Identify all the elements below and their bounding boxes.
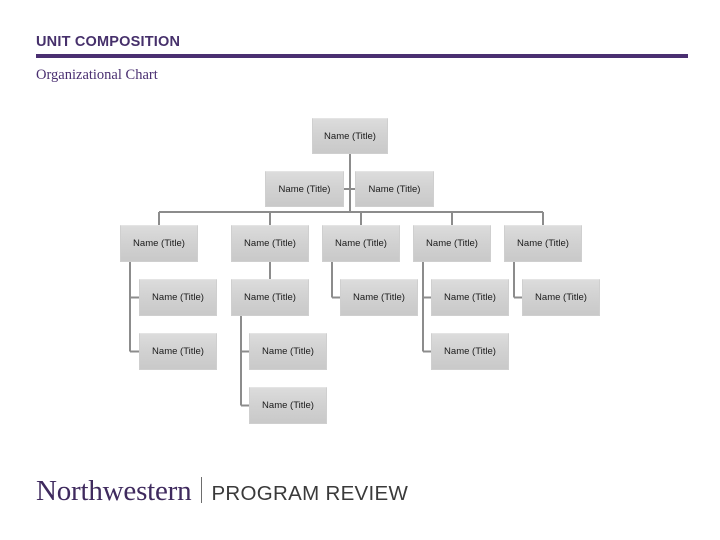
- org-node-asst-2[interactable]: Name (Title): [355, 171, 434, 207]
- org-node-c4a[interactable]: Name (Title): [431, 279, 509, 316]
- footer-branding: Northwestern PROGRAM REVIEW: [36, 474, 408, 508]
- brand-divider: [201, 477, 203, 503]
- org-node-asst-1[interactable]: Name (Title): [265, 171, 344, 207]
- org-node-label: Name (Title): [353, 292, 405, 303]
- org-node-label: Name (Title): [133, 238, 185, 249]
- org-node-c2a[interactable]: Name (Title): [231, 279, 309, 316]
- page-subtitle: Organizational Chart: [36, 67, 158, 83]
- org-node-label: Name (Title): [278, 183, 331, 195]
- org-node-label: Name (Title): [444, 292, 496, 303]
- org-node-label: Name (Title): [152, 346, 204, 357]
- org-node-label: Name (Title): [152, 292, 204, 303]
- org-node-c3[interactable]: Name (Title): [322, 225, 400, 262]
- org-node-label: Name (Title): [244, 292, 296, 303]
- org-node-c5a[interactable]: Name (Title): [522, 279, 600, 316]
- org-node-label: Name (Title): [244, 238, 296, 249]
- program-review-wordmark: PROGRAM REVIEW: [211, 482, 409, 505]
- title-rule: [36, 54, 688, 58]
- org-node-c2b[interactable]: Name (Title): [249, 333, 327, 370]
- org-node-c2c[interactable]: Name (Title): [249, 387, 327, 424]
- org-node-c4b[interactable]: Name (Title): [431, 333, 509, 370]
- org-node-label: Name (Title): [426, 238, 478, 249]
- org-node-label: Name (Title): [262, 346, 314, 357]
- org-node-label: Name (Title): [335, 238, 387, 249]
- northwestern-wordmark: Northwestern: [36, 475, 192, 507]
- slide-header: UNIT COMPOSITION Organizational Chart: [36, 34, 688, 84]
- org-node-c2[interactable]: Name (Title): [231, 225, 309, 262]
- org-node-root[interactable]: Name (Title): [312, 118, 388, 154]
- org-node-label: Name (Title): [368, 183, 421, 195]
- org-node-c1[interactable]: Name (Title): [120, 225, 198, 262]
- org-node-c5[interactable]: Name (Title): [504, 225, 582, 262]
- org-node-c1b[interactable]: Name (Title): [139, 333, 217, 370]
- org-node-label: Name (Title): [444, 346, 496, 357]
- org-node-label: Name (Title): [262, 400, 314, 411]
- org-node-label: Name (Title): [535, 292, 587, 303]
- org-node-label: Name (Title): [517, 238, 569, 249]
- org-node-label: Name (Title): [324, 130, 376, 142]
- org-node-c4[interactable]: Name (Title): [413, 225, 491, 262]
- org-node-c3a[interactable]: Name (Title): [340, 279, 418, 316]
- org-node-c1a[interactable]: Name (Title): [139, 279, 217, 316]
- page-title: UNIT COMPOSITION: [36, 34, 181, 50]
